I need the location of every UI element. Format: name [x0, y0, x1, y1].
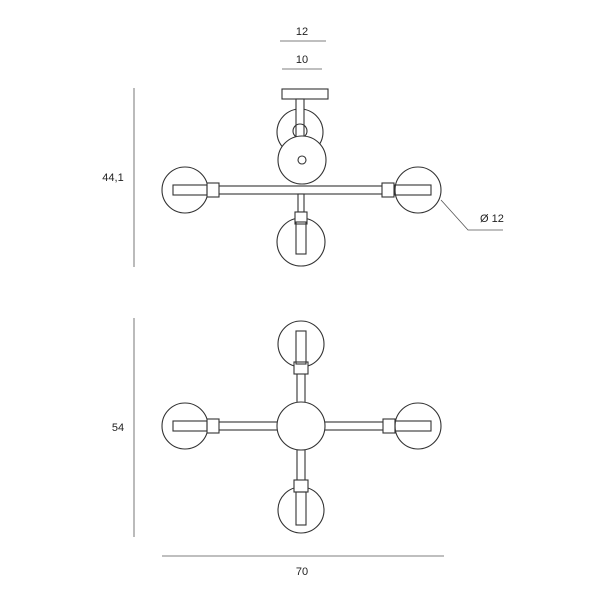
dimension-label-44-1: 44,1 — [102, 172, 123, 184]
top-view-left-globe — [161, 402, 209, 450]
bottom-socket-connector — [293, 479, 309, 493]
globe-diameter-label: Ø 12 — [480, 213, 504, 225]
dimension-label-70: 70 — [296, 566, 308, 578]
side-arm-left — [209, 185, 389, 195]
top-right-socket-connector — [382, 418, 396, 434]
top-view-upper-globe — [277, 320, 325, 368]
left-globe — [161, 166, 209, 214]
lower-stem — [297, 193, 305, 213]
top-view: 54 — [112, 318, 442, 537]
front-globe — [277, 135, 327, 185]
left-socket-connector — [206, 182, 220, 198]
top-left-bulb-tube — [172, 420, 208, 432]
dimension-label-12: 12 — [296, 26, 308, 38]
canopy-plate — [281, 88, 329, 100]
globe-diameter-leader — [440, 199, 503, 231]
top-view-right-globe — [394, 402, 442, 450]
side-view: 44,1 Ø 12 — [102, 88, 504, 267]
front-globe-hub — [297, 155, 307, 165]
top-left-socket-connector — [206, 418, 220, 434]
lower-socket-connector — [294, 211, 308, 225]
upper-socket-connector — [293, 361, 309, 375]
upper-bulb-tube — [295, 330, 307, 365]
lower-bulb-tube — [295, 221, 307, 255]
top-view-lower-globe — [277, 486, 325, 534]
left-bulb-tube — [172, 184, 208, 196]
right-globe — [394, 166, 442, 214]
right-bulb-tube — [394, 184, 432, 196]
right-socket-connector — [381, 182, 395, 198]
lower-globe — [276, 217, 326, 267]
dimension-label-10: 10 — [296, 54, 308, 66]
dimension-label-54: 54 — [112, 422, 124, 434]
center-hub — [276, 401, 326, 451]
top-right-bulb-tube — [394, 420, 432, 432]
bottom-bulb-tube — [295, 491, 307, 526]
central-stem — [295, 98, 305, 138]
